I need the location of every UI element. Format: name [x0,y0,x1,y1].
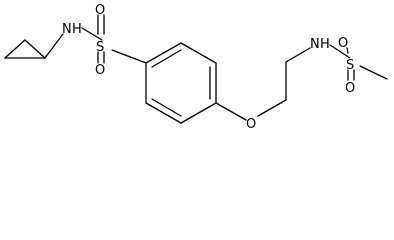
nh-s-bond [81,27,103,41]
ring-bond-4 [180,102,217,124]
ring-bond-2 [180,42,217,64]
s-ring-bond [111,49,147,64]
amide-n-right-label: N [310,37,320,52]
sulfonyl-s-right-label: S [346,58,354,73]
ch2-nh-bond [285,47,311,63]
sulfonyl-s-left-label: S [96,40,104,55]
cyclopropyl-nh-bond [44,33,64,59]
ring-inner-bond-1 [151,49,182,68]
nh-s-right-bond [329,44,351,59]
amide-h-right-label: H [320,37,330,52]
cyclopropyl-bond-1 [4,39,26,59]
sulfonyl-o-left-bottom-label: O [95,63,105,78]
ether-o-label: O [246,117,256,131]
ring-inner-bond-3 [151,98,182,117]
o-ch2-bond [257,99,287,117]
sulfonyl-o-left-top-label: O [95,3,105,18]
s-o-right-left-bond-a [346,47,349,54]
molecule-structure-diagram: N H S O O O N H S O O [4,3,388,131]
cyclopropyl-bond-2 [24,39,46,59]
amide-h-left-label: H [72,22,82,37]
sulfonyl-o-right-bottom-label: O [345,81,355,96]
s-ch3-bond [359,65,388,80]
bonds [4,14,388,124]
atom-labels: N H S O O O N H S O O [62,3,355,131]
ring-bond-1 [145,42,182,64]
sulfonyl-o-right-left-label: O [338,36,348,51]
ring-o-bond [215,102,247,121]
amide-n-left-label: N [62,22,72,37]
ring-bond-5 [145,102,182,124]
